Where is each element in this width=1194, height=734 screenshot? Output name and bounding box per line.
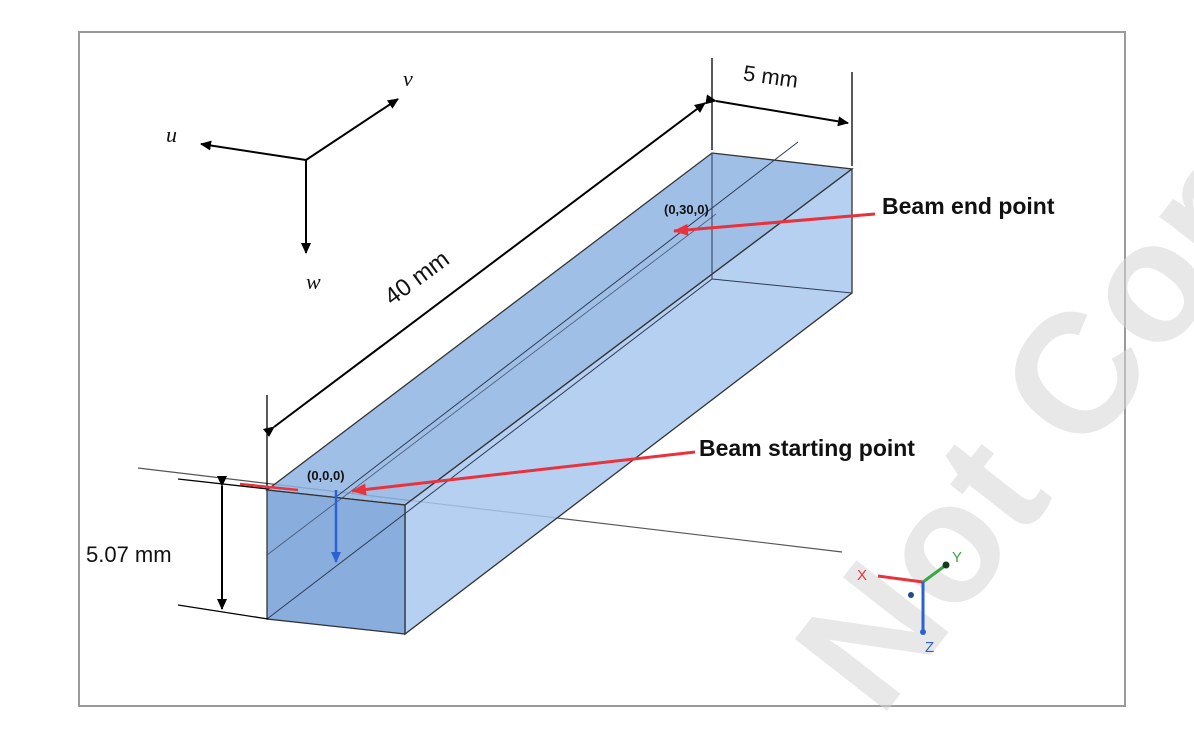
triad-x-axis (877, 574, 924, 584)
dimension-length (263, 102, 706, 488)
triad-y-axis (922, 563, 947, 584)
w-axis-label: w (306, 269, 321, 294)
triad-x-label: X (857, 567, 867, 584)
end-point-coordinate: (0,30,0) (664, 202, 709, 217)
u-axis-arrow (200, 140, 307, 161)
v-axis-label: v (403, 66, 413, 91)
v-axis-arrow (305, 98, 399, 161)
triad-z-label: Z (925, 639, 934, 656)
dimension-height-label: 5.07 mm (86, 542, 172, 567)
start-point-callout-arrow (351, 450, 696, 496)
end-point-callout-label: Beam end point (882, 193, 1055, 219)
triad-y-label: Y (952, 549, 962, 566)
u-axis-label: u (166, 122, 177, 147)
start-point-coordinate: (0,0,0) (307, 468, 345, 483)
end-point-callout-arrow (673, 212, 876, 236)
dimension-height (177, 476, 269, 620)
xyz-triad-icon (877, 561, 950, 635)
dimension-width (705, 58, 853, 166)
beam-hidden-edge (711, 278, 853, 294)
start-point-red-marker (239, 482, 299, 492)
uvw-coordinate-system (200, 98, 399, 254)
start-point-callout-label: Beam starting point (699, 435, 915, 461)
